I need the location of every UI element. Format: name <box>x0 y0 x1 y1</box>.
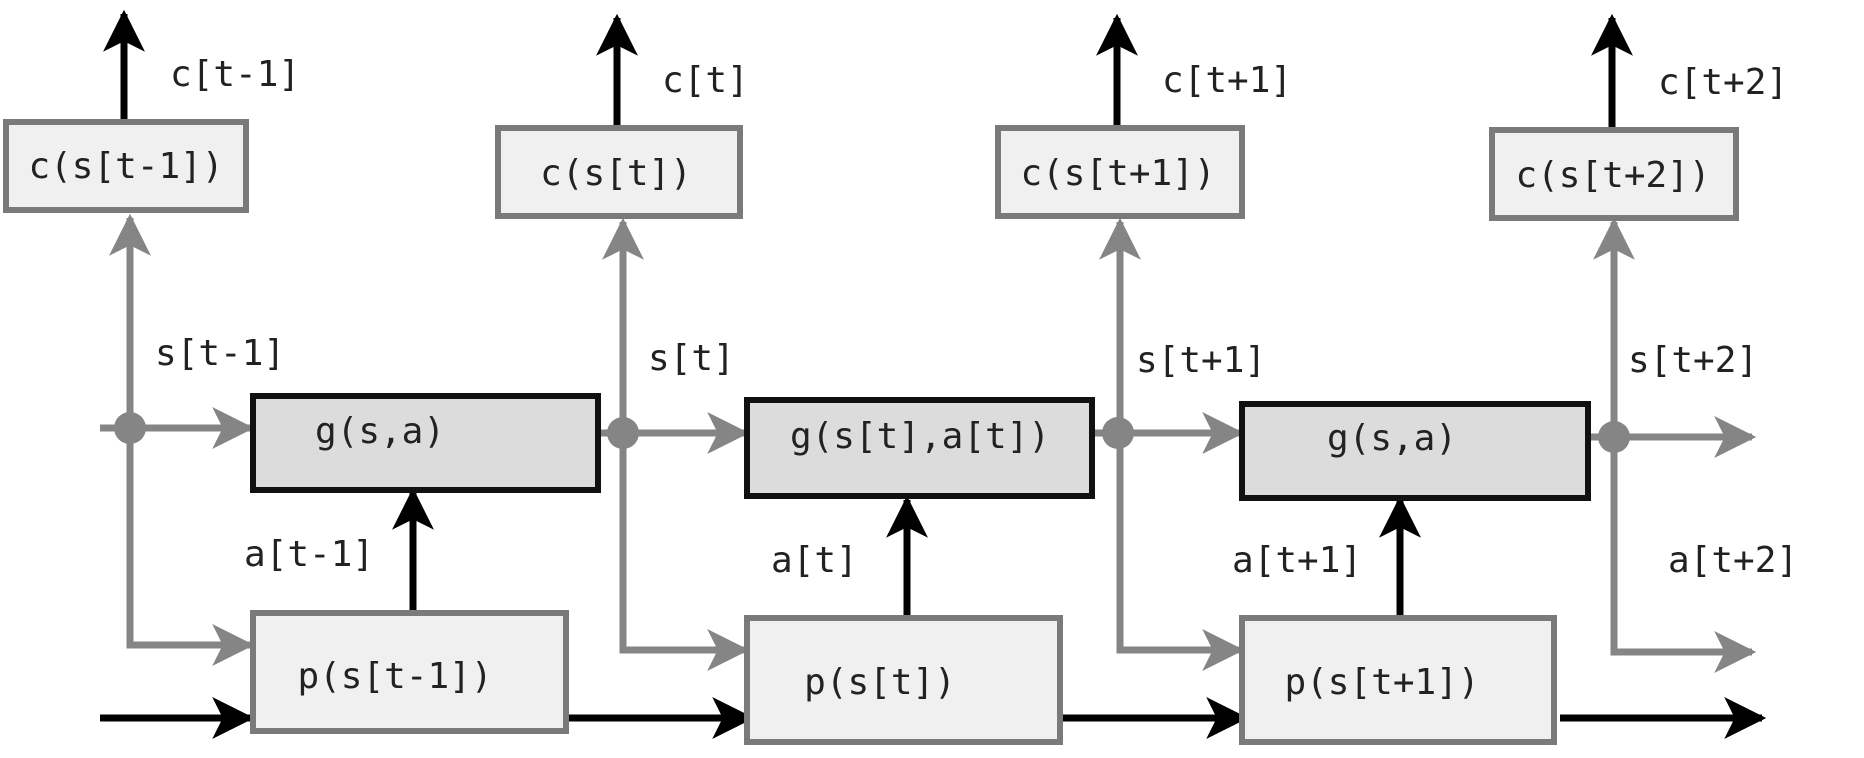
state-junction-3 <box>1598 421 1630 453</box>
cost-label-0: c[t-1] <box>170 54 300 95</box>
policy-box-0: p(s[t-1]) <box>250 610 569 734</box>
cost-box-3: c(s[t+2]) <box>1489 127 1739 221</box>
svg-text:g(s,a): g(s,a) <box>1327 418 1457 459</box>
dynamics-box-1: g(s[t],a[t]) <box>744 397 1095 499</box>
svg-text:g(s,a): g(s,a) <box>315 411 445 452</box>
cost-box-2: c(s[t+1]) <box>995 125 1245 219</box>
state-junction-2 <box>1102 417 1134 449</box>
svg-text:p(s[t-1]): p(s[t-1]) <box>297 656 492 697</box>
cost-label-2: c[t+1] <box>1162 60 1292 101</box>
state-to-policy-arrow-2 <box>1116 433 1245 671</box>
cost-box-1: c(s[t]) <box>495 125 743 219</box>
svg-text:p(s[t+1]): p(s[t+1]) <box>1284 662 1479 703</box>
cost-box-0: c(s[t-1]) <box>3 119 249 213</box>
state-junction-1 <box>607 417 639 449</box>
state-label-0: s[t-1] <box>155 333 285 374</box>
action-label-3: a[t+2] <box>1668 540 1798 581</box>
state-to-policy-arrow-3 <box>1610 437 1757 673</box>
state-junction-0 <box>114 412 146 444</box>
state-label-3: s[t+2] <box>1628 340 1758 381</box>
policy-box-1: p(s[t]) <box>744 615 1063 745</box>
state-label-1: s[t] <box>648 338 735 379</box>
svg-text:c(s[t+1]): c(s[t+1]) <box>1020 153 1215 194</box>
cost-label-1: c[t] <box>662 60 749 101</box>
svg-text:c(s[t-1]): c(s[t-1]) <box>28 146 223 187</box>
svg-text:g(s[t],a[t]): g(s[t],a[t]) <box>790 416 1050 457</box>
dynamics-box-2: g(s,a) <box>1239 401 1591 501</box>
svg-text:p(s[t]): p(s[t]) <box>804 662 956 703</box>
state-label-2: s[t+1] <box>1136 340 1266 381</box>
svg-text:c(s[t+2]): c(s[t+2]) <box>1515 155 1710 196</box>
action-label-2: a[t+1] <box>1232 540 1362 581</box>
dynamics-box-0: g(s,a) <box>250 393 601 493</box>
state-to-policy-arrow-1 <box>619 433 750 671</box>
svg-text:c(s[t]): c(s[t]) <box>540 153 692 194</box>
action-label-1: a[t] <box>771 540 858 581</box>
action-label-0: a[t-1] <box>244 534 374 575</box>
policy-box-2: p(s[t+1]) <box>1239 615 1557 745</box>
state-to-policy-arrow-0 <box>126 428 255 666</box>
cost-label-3: c[t+2] <box>1658 62 1788 103</box>
